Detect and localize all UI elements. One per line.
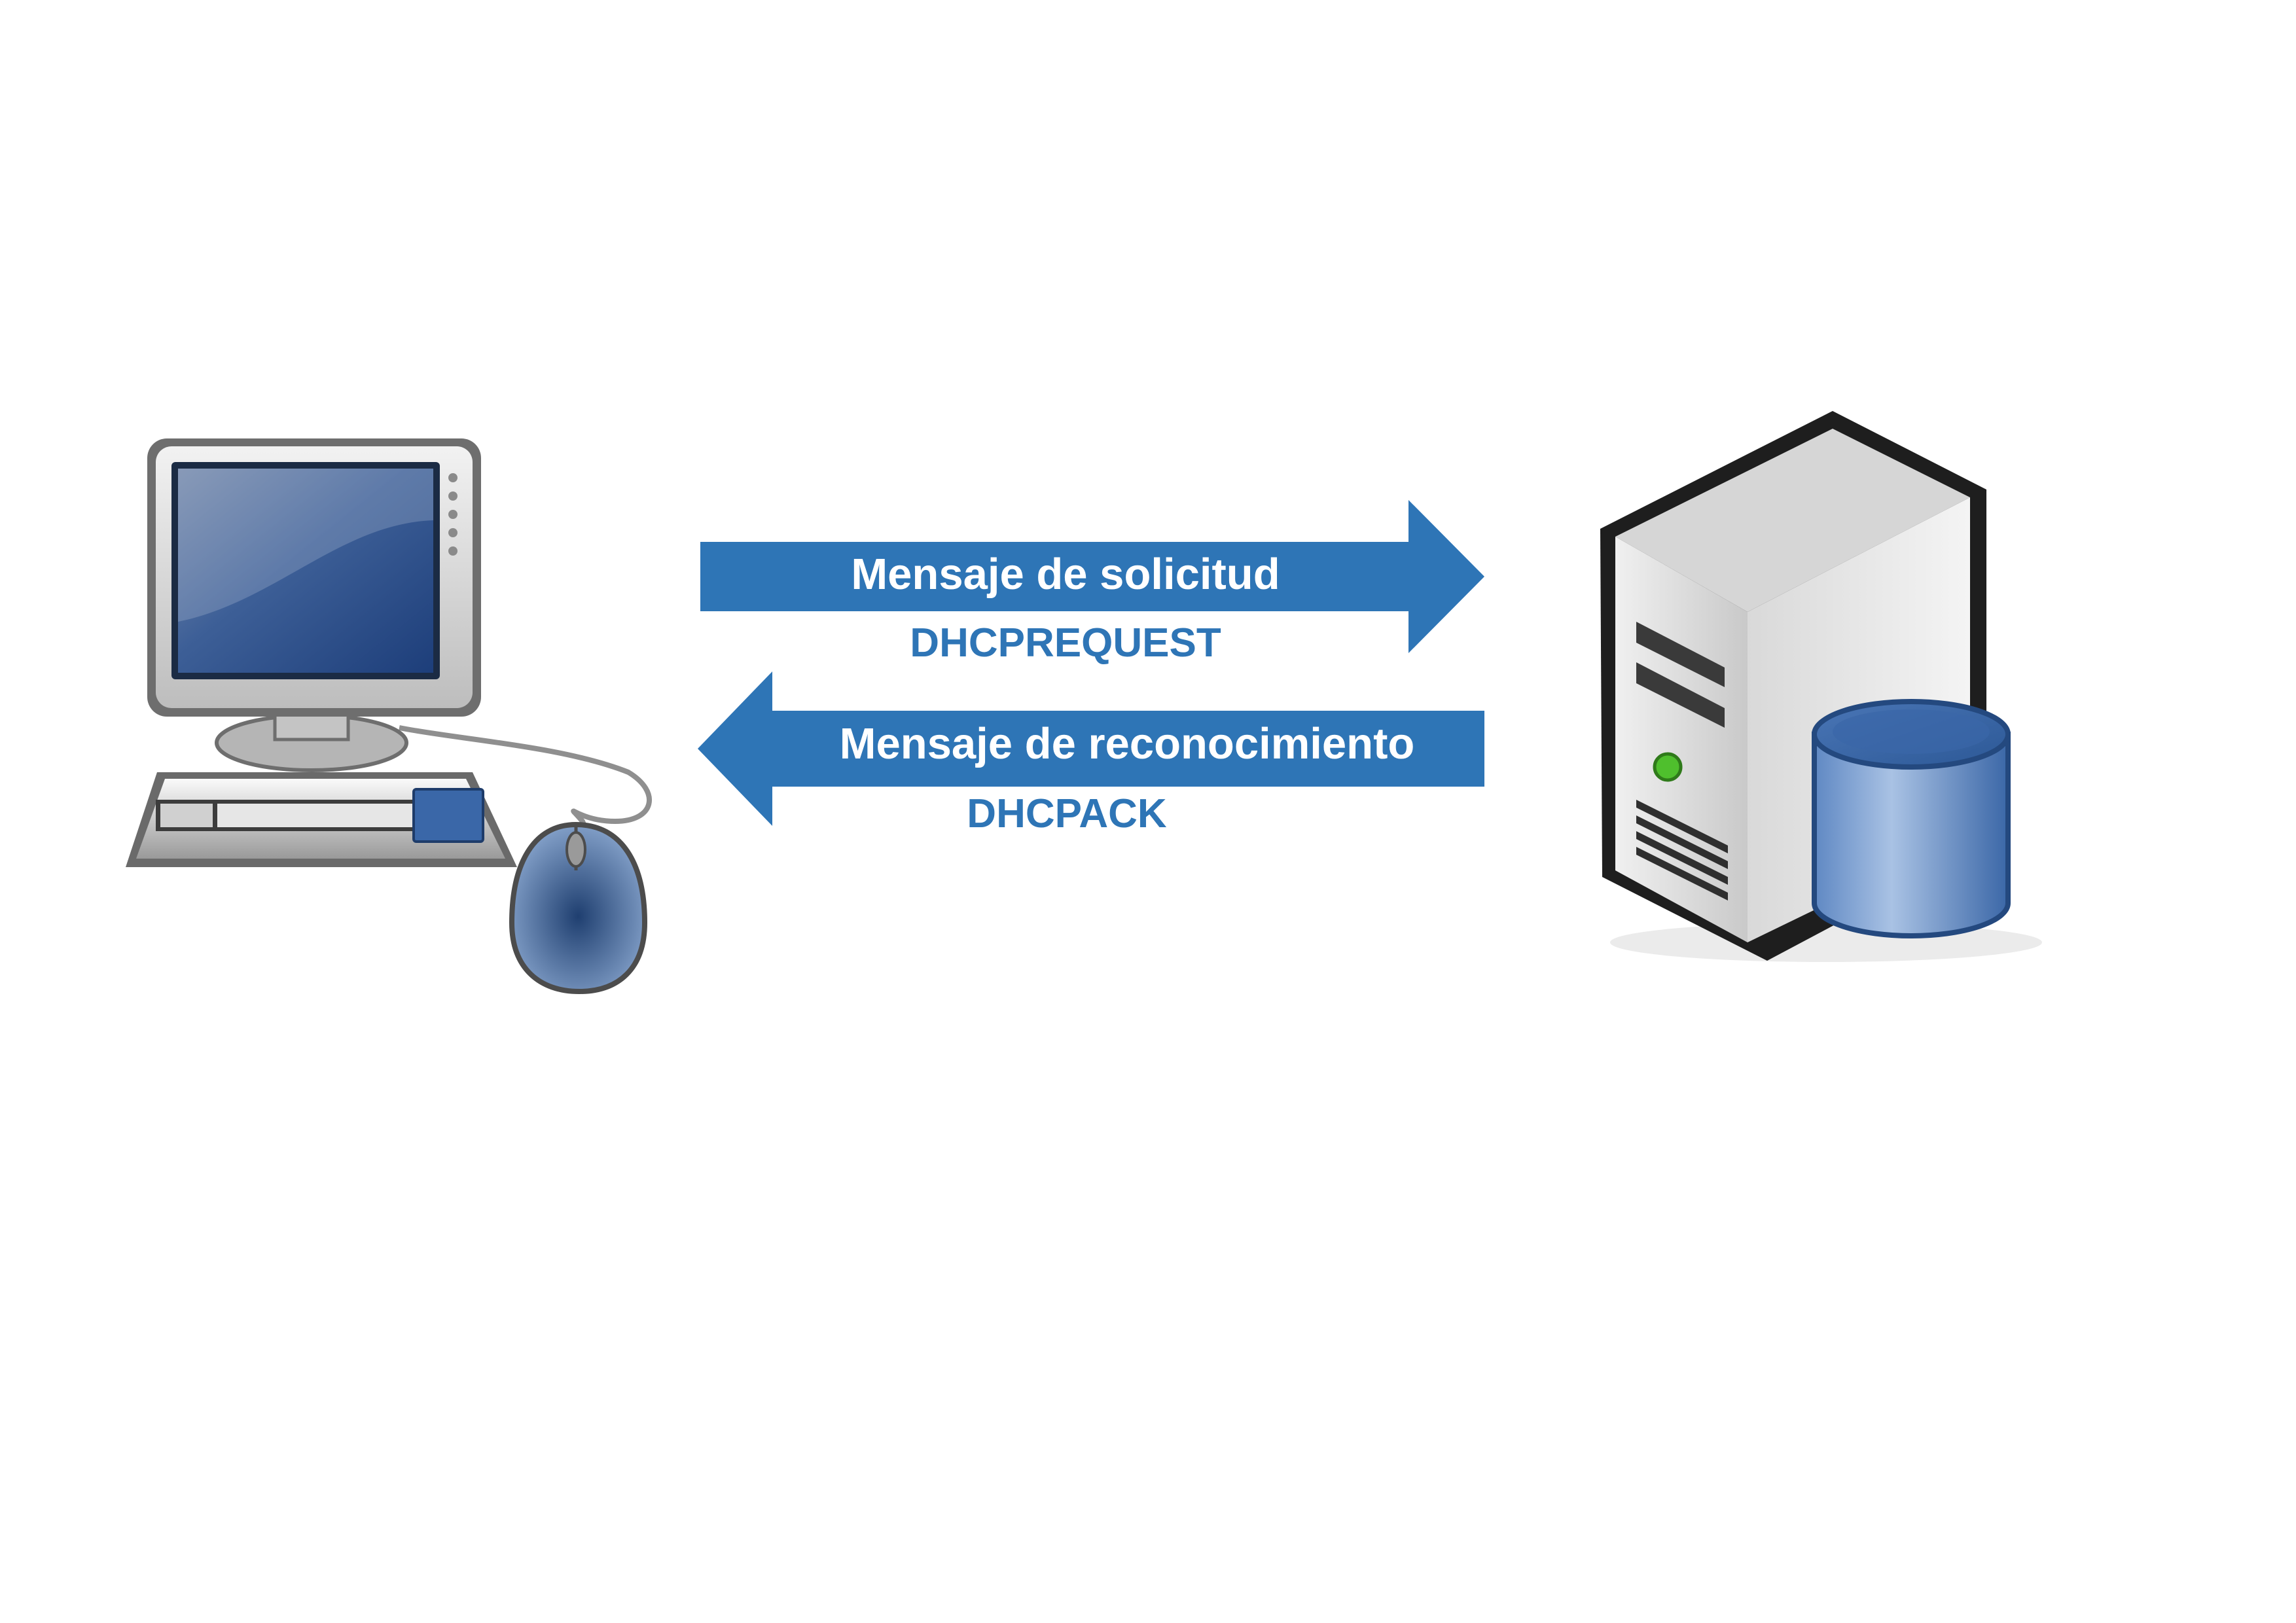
ack-arrow (698, 671, 1484, 826)
server-database-icon (1600, 411, 2042, 962)
client-computer-icon (126, 438, 652, 995)
request-message-label: Mensaje de solicitud (851, 550, 1280, 599)
request-arrow (700, 500, 1484, 653)
ack-message-label: Mensaje de reconocimiento (839, 719, 1415, 768)
request-message-code: DHCPREQUEST (910, 620, 1221, 666)
ack-message-code: DHCPACK (967, 791, 1167, 836)
